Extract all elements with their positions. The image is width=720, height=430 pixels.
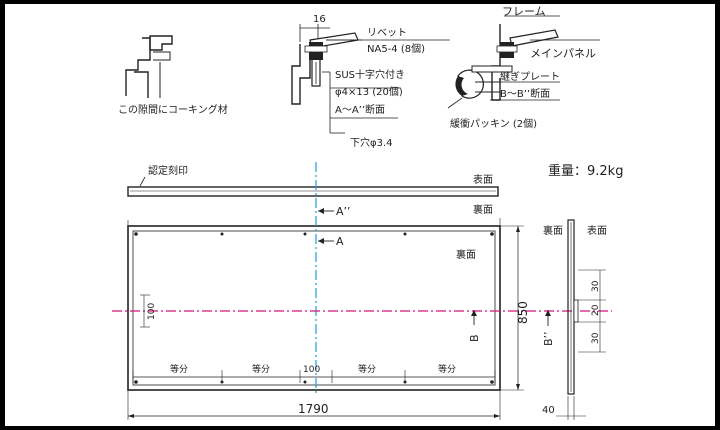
main-panel-label: メインパネル — [530, 47, 596, 60]
caulk-detail — [125, 35, 173, 98]
equal-4: 等分 — [438, 363, 456, 375]
drawing-sheet: この隙間にコーキング材 16 リベット NA5-4 (8個) SUS十字穴付き … — [5, 4, 715, 426]
dim-30-top: 30 — [591, 280, 601, 292]
rivet-spec: NA5-4 (8個) — [367, 42, 425, 55]
caulk-label: この隙間にコーキング材 — [118, 103, 228, 116]
top-view-panel — [127, 186, 499, 197]
weight-label: 重量：9.2kg — [548, 163, 623, 179]
section-bb-label: B～B’’断面 — [500, 87, 550, 100]
cert-stamp-label: 認定刻印 — [148, 164, 188, 177]
marker-b: B — [468, 334, 481, 342]
dim-16: 16 — [313, 14, 326, 25]
pilot-hole-label: 下穴φ3.4 — [350, 136, 393, 149]
section-aa-detail — [291, 24, 450, 134]
marker-b2: B’’ — [542, 331, 555, 346]
side-front-label: 表面 — [587, 224, 607, 237]
width-dim: 1790 — [298, 402, 329, 416]
technical-drawing: この隙間にコーキング材 16 リベット NA5-4 (8個) SUS十字穴付き … — [112, 5, 623, 420]
side-bracket-dimensions — [578, 269, 606, 353]
width-dimension — [127, 390, 501, 420]
height-dim: 850 — [516, 301, 530, 324]
dim-100-center: 100 — [303, 365, 320, 375]
front-view-panel — [127, 225, 501, 391]
screw-spec: SUS十字穴付き — [335, 68, 405, 81]
height-dimension — [500, 225, 524, 391]
section-a-arrows — [318, 208, 334, 244]
section-b2-arrow — [545, 310, 551, 326]
top-back-label: 裏面 — [473, 203, 493, 216]
screw-size: φ4×13 (20個) — [335, 85, 403, 98]
marker-a2: A’’ — [336, 205, 351, 218]
cushion-label: 緩衝パッキン (2個) — [450, 117, 537, 130]
rivet-label: リベット — [367, 27, 407, 39]
equal-division-dimension — [132, 370, 496, 383]
equal-1: 等分 — [170, 363, 188, 375]
side-back-label: 裏面 — [543, 224, 563, 237]
equal-3: 等分 — [358, 363, 376, 375]
side-view-panel — [567, 219, 579, 395]
front-back-label: 裏面 — [456, 248, 476, 261]
dim-20: 20 — [591, 304, 601, 316]
top-front-label: 表面 — [473, 173, 493, 186]
marker-a: A — [336, 235, 344, 248]
depth-dimension — [556, 396, 586, 420]
left-100-dimension — [140, 294, 150, 328]
dim-30-bottom: 30 — [591, 332, 601, 344]
section-aa-label: A～A’’断面 — [335, 103, 385, 116]
frame-label: フレーム — [502, 5, 546, 18]
section-b-arrow — [471, 310, 477, 325]
equal-2: 等分 — [252, 363, 270, 375]
joint-plate-label: 継ぎプレート — [500, 70, 560, 83]
dim-100-left: 100 — [147, 303, 157, 320]
depth-dim: 40 — [542, 405, 555, 416]
section-bb-detail — [447, 15, 600, 109]
